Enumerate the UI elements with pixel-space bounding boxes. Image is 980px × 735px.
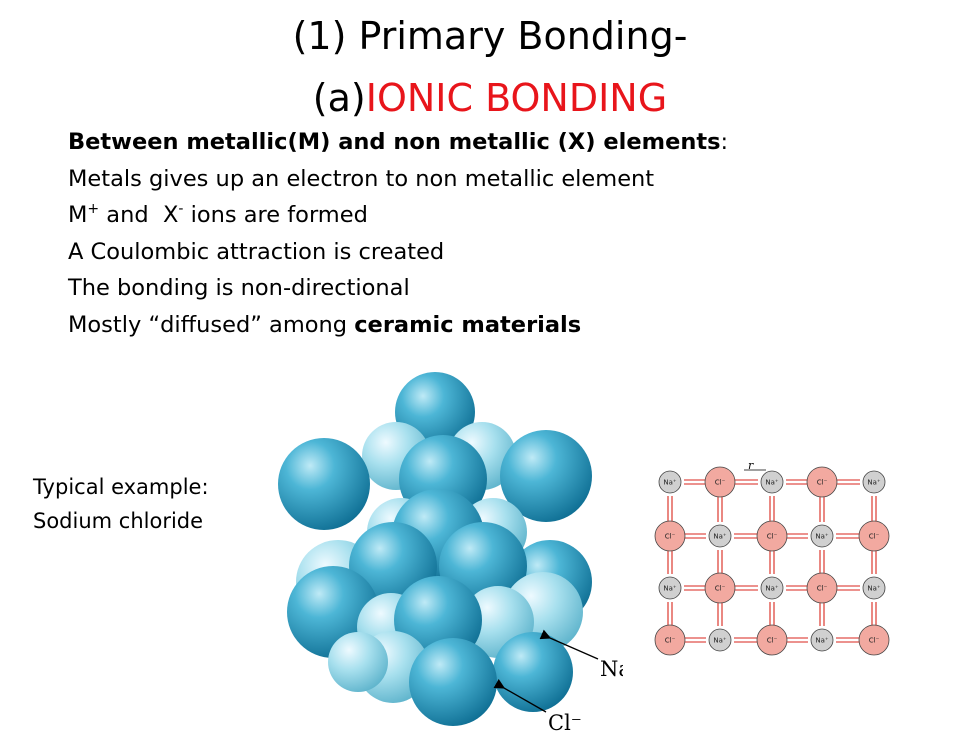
lattice-na-label: Na⁺ (765, 585, 779, 593)
lattice-na-ion (862, 576, 886, 600)
lattice-na-label: Na⁺ (663, 585, 677, 593)
cl-ion-sphere (500, 430, 592, 522)
example-line1: Typical example: (33, 475, 209, 499)
slide-title-line1: (1) Primary Bonding- (292, 14, 688, 58)
cl-pointer (493, 678, 547, 713)
lattice-cl-ion (756, 624, 788, 656)
bullet-4: A Coulombic attraction is created (68, 238, 445, 265)
lattice-na-ion (658, 470, 682, 494)
title-highlight: IONIC BONDING (365, 76, 668, 120)
na-label: Na⁺ (600, 657, 623, 681)
bullet-3-minus: - (178, 201, 184, 217)
na-ion-sphere (328, 632, 388, 692)
bullet-1-tail: : (720, 129, 729, 155)
lattice-na-ion (760, 470, 784, 494)
lattice-na-label: Na⁺ (713, 637, 727, 645)
na-pointer (539, 629, 599, 660)
lattice-cl-ion (858, 520, 890, 552)
lattice-cl-ion (858, 624, 890, 656)
lattice-cl-label: Cl⁻ (817, 479, 828, 487)
lattice-na-ion (658, 576, 682, 600)
lattice-cl-ion (704, 572, 736, 604)
bullet-6: Mostly “diffused” among ceramic material… (68, 307, 728, 344)
lattice-cl-label: Cl⁻ (869, 533, 880, 541)
bullet-1: Between metallic(M) and non metallic (X)… (68, 124, 728, 161)
lattice-na-ion (810, 524, 834, 548)
title-prefix: (a) (312, 76, 366, 120)
slide-title-line2: (a)IONIC BONDING (0, 74, 980, 122)
nacl-crystal-illustration: Na⁺ Cl⁻ (278, 372, 623, 734)
bullet-3: M+ and X- ions are formed (68, 197, 728, 234)
example-line2: Sodium chloride (33, 509, 204, 533)
lattice-cl-ion (806, 466, 838, 498)
bullet-3-plus: + (87, 201, 100, 217)
lattice-cl-label: Cl⁻ (817, 585, 828, 593)
lattice-cl-ion (654, 624, 686, 656)
lattice-cl-label: Cl⁻ (715, 479, 726, 487)
lattice-cl-label: Cl⁻ (869, 637, 880, 645)
cl-ion-sphere (278, 438, 370, 530)
lattice-na-ion (760, 576, 784, 600)
bullet-3-m: M (68, 202, 88, 228)
ion-lattice-diagram: Na⁺ Cl⁻ Na⁺ Cl⁻ Na⁺ Cl⁻ Na⁺ Cl⁻ Na⁺ Cl⁻ Na⁺ Cl⁻ Na⁺ C… (654, 460, 890, 656)
lattice-cl-ion (704, 466, 736, 498)
lattice-cl-label: Cl⁻ (767, 533, 778, 541)
r-label: r (748, 460, 754, 472)
lattice-na-ion (810, 628, 834, 652)
lattice-cl-label: Cl⁻ (665, 533, 676, 541)
lattice-cl-label: Cl⁻ (665, 637, 676, 645)
lattice-na-ion (862, 470, 886, 494)
cl-ion-sphere (493, 632, 573, 712)
lattice-cl-label: Cl⁻ (767, 637, 778, 645)
bullet-3-tail: ions are formed (183, 202, 368, 228)
cl-ion-sphere (409, 638, 497, 726)
lattice-cl-ion (806, 572, 838, 604)
bullet-list: Between metallic(M) and non metallic (X)… (68, 124, 728, 343)
lattice-na-label: Na⁺ (867, 479, 881, 487)
lattice-na-label: Na⁺ (663, 479, 677, 487)
cl-label: Cl⁻ (548, 711, 582, 734)
bullet-6-prefix: Mostly “diffused” among (68, 311, 355, 338)
bullet-2: Metals gives up an electron to non metal… (68, 165, 655, 192)
lattice-na-label: Na⁺ (815, 637, 829, 645)
lattice-na-label: Na⁺ (713, 533, 727, 541)
bullet-5: The bonding is non-directional (68, 275, 410, 301)
lattice-cl-ion (756, 520, 788, 552)
lattice-na-label: Na⁺ (815, 533, 829, 541)
lattice-na-label: Na⁺ (867, 585, 881, 593)
example-caption: Typical example: Sodium chloride (33, 470, 209, 538)
lattice-na-ion (708, 524, 732, 548)
lattice-cl-label: Cl⁻ (715, 585, 726, 593)
lattice-na-label: Na⁺ (765, 479, 779, 487)
bullet-6-bold: ceramic materials (354, 311, 582, 338)
bullet-3-mid: and X (99, 202, 179, 228)
bullet-1-bold: Between metallic(M) and non metallic (X)… (68, 129, 721, 155)
lattice-na-ion (708, 628, 732, 652)
lattice-cl-ion (654, 520, 686, 552)
